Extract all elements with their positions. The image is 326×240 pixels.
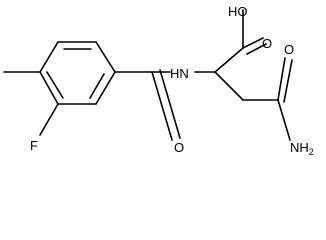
fluorine-label: F [30, 138, 38, 153]
bond-22 [277, 57, 286, 101]
amine-label: NH2 [290, 140, 314, 157]
bond-24 [277, 99, 291, 141]
bond-12 [151, 71, 173, 141]
structure-diagram: HO O HN O O NH2 F [3, 4, 314, 157]
bond-18 [242, 37, 264, 49]
bond-23 [283, 59, 293, 103]
bond-6 [39, 71, 59, 105]
bond-20 [214, 71, 244, 101]
amine-text: NH [290, 140, 309, 155]
bond-19 [246, 43, 267, 55]
side-oxygen-label: O [284, 42, 294, 57]
amine-subscript: 2 [309, 147, 314, 157]
bond-3 [95, 41, 116, 73]
amide-oxygen-label: O [174, 140, 184, 155]
bond-10 [39, 103, 59, 136]
bond-4 [95, 71, 116, 105]
bond-lines [3, 9, 293, 141]
bond-16 [214, 47, 244, 73]
bond-1 [39, 41, 59, 73]
acid-oxygen-label: O [262, 36, 272, 51]
bond-9 [46, 71, 64, 99]
hydroxyl-label: HO [228, 4, 248, 19]
bond-13 [159, 69, 181, 139]
bond-8 [89, 73, 105, 99]
nh-label: HN [170, 66, 189, 81]
atom-labels: HO O HN O O NH2 F [30, 4, 314, 157]
